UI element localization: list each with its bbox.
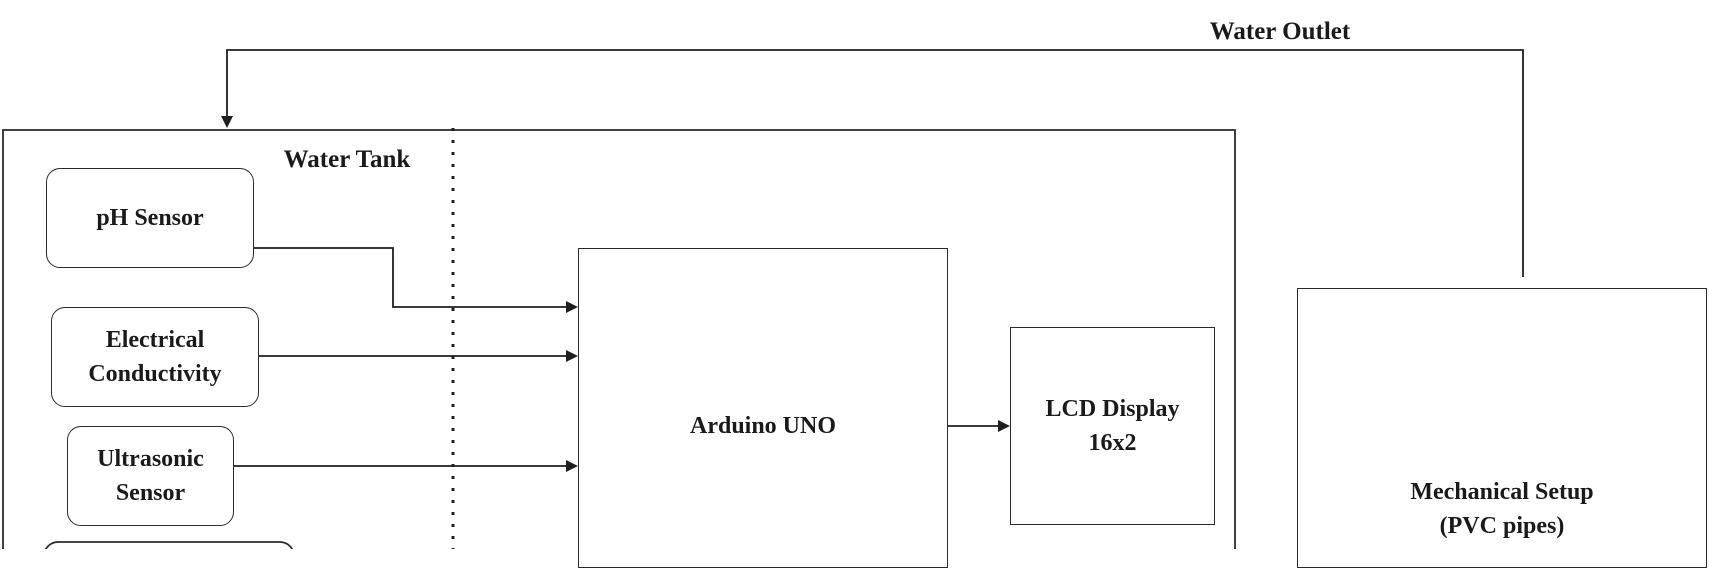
- ec-label-line2: Conductivity: [88, 361, 222, 387]
- sensor-box-partial: [44, 541, 294, 549]
- ultrasonic-label-line1: Ultrasonic: [97, 446, 204, 472]
- mechanical-label-line1: Mechanical Setup: [1410, 479, 1594, 505]
- ec-label-line1: Electrical: [105, 327, 205, 353]
- mechanical-setup-box: Mechanical Setup (PVC pipes): [1297, 288, 1707, 568]
- ph-sensor-label: pH Sensor: [96, 205, 204, 231]
- block-diagram: Water Outlet Water Tank pH Sensor Electr…: [2, 18, 1707, 568]
- ultrasonic-label-line2: Sensor: [115, 480, 186, 506]
- ultrasonic-sensor-box: Ultrasonic Sensor: [67, 426, 234, 526]
- mechanical-label-line2: (PVC pipes): [1439, 513, 1565, 539]
- connector-layer: [2, 49, 1524, 549]
- lcd-label-line1: LCD Display: [1045, 396, 1180, 422]
- lcd-label-line2: 16x2: [1088, 430, 1137, 456]
- ph-to-arduino-arrow: [253, 247, 578, 313]
- arduino-uno-box: Arduino UNO: [578, 248, 948, 568]
- water-outlet-path: [221, 49, 1524, 277]
- water-tank-label: Water Tank: [283, 146, 411, 173]
- water-tank-frame: [2, 129, 1236, 549]
- lcd-display-box: LCD Display 16x2: [1010, 327, 1215, 525]
- arduino-label: Arduino UNO: [689, 413, 837, 439]
- ph-sensor-box: pH Sensor: [46, 168, 254, 268]
- water-outlet-label: Water Outlet: [1209, 18, 1351, 45]
- electrical-conductivity-box: Electrical Conductivity: [51, 307, 259, 407]
